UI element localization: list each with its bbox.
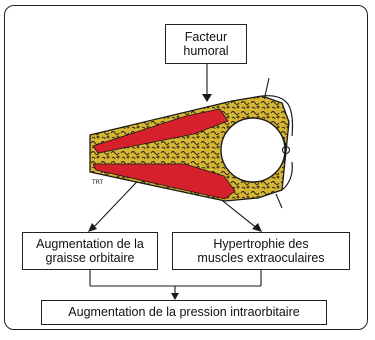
humoral-factor-box: Facteur humoral <box>165 24 247 64</box>
arrowhead-orbit-to-muscle <box>252 223 262 232</box>
orbital-fat-box: Augmentation de la graisse orbitaire <box>22 232 158 270</box>
arrowhead-factor-to-orbit <box>202 94 212 102</box>
orbit-top-edge <box>265 78 269 96</box>
orbit-bottom-edge <box>276 194 282 208</box>
eyeball <box>221 118 285 182</box>
artist-signature: TRT <box>91 179 103 186</box>
arrowhead-orbit-to-fat <box>88 223 97 232</box>
arrowhead-to-pressure <box>171 293 179 300</box>
muscle-hypertrophy-box: Hypertrophie des muscles extraoculaires <box>172 232 350 270</box>
orbit-cone: TRT <box>90 78 293 208</box>
intraorbital-pressure-box: Augmentation de la pression intraorbitai… <box>41 300 327 325</box>
